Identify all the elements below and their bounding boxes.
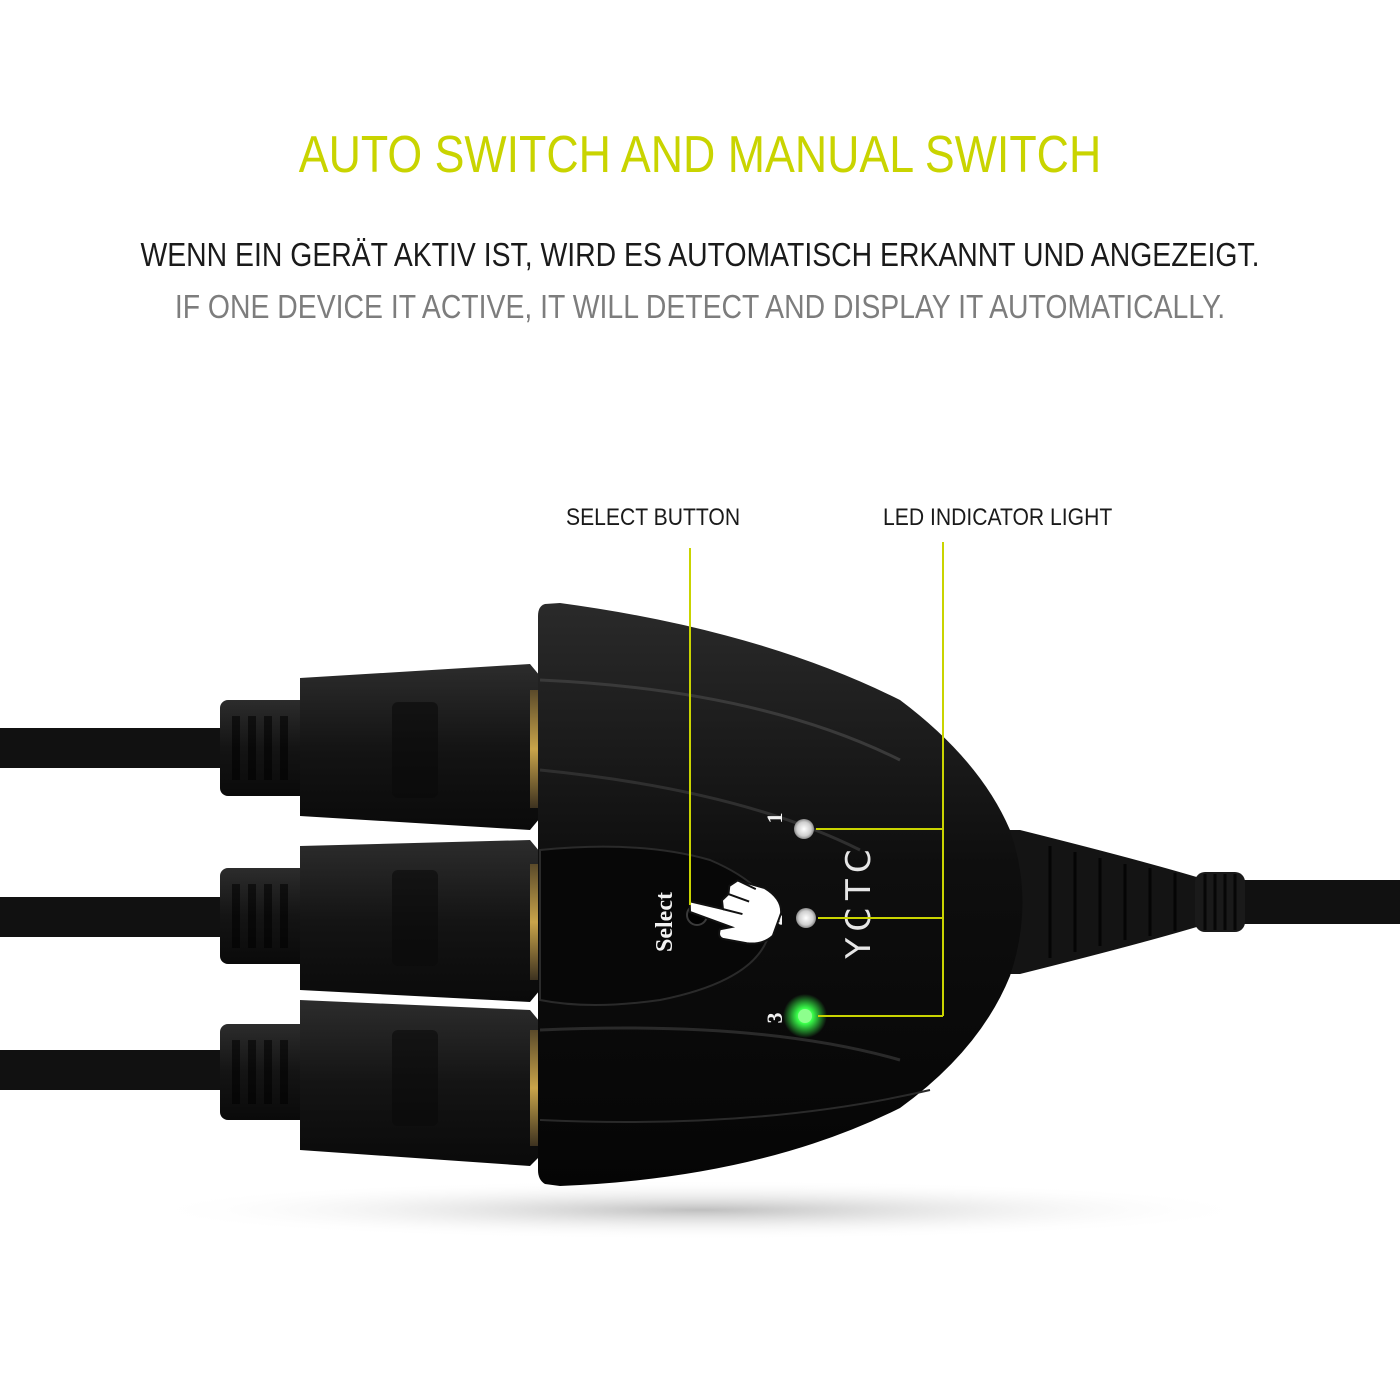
subtitle-english: IF ONE DEVICE IT ACTIVE, IT WILL DETECT … bbox=[174, 288, 1226, 325]
port-number-1: 1 bbox=[762, 813, 787, 824]
port-number-3: 3 bbox=[762, 1013, 787, 1024]
led-indicator-callout: LED INDICATOR LIGHT bbox=[883, 504, 1113, 531]
brand-logo: YCTC bbox=[839, 841, 879, 959]
hdmi-plug-middle bbox=[220, 840, 540, 1002]
hdmi-plug-bottom bbox=[220, 1000, 540, 1166]
hand-pointer-icon bbox=[688, 879, 783, 945]
subtitle-german: WENN EIN GERÄT AKTIV IST, WIRD ES AUTOMA… bbox=[140, 236, 1260, 273]
select-button-callout: SELECT BUTTON bbox=[566, 504, 741, 531]
hdmi-plug-top bbox=[220, 664, 540, 830]
select-label: Select bbox=[652, 892, 678, 952]
led-indicator-2 bbox=[796, 908, 816, 928]
headline: AUTO SWITCH AND MANUAL SWITCH bbox=[298, 126, 1102, 184]
callout-lines bbox=[689, 542, 944, 1017]
led-indicator-3 bbox=[794, 819, 814, 839]
switch-body bbox=[538, 603, 1023, 1186]
